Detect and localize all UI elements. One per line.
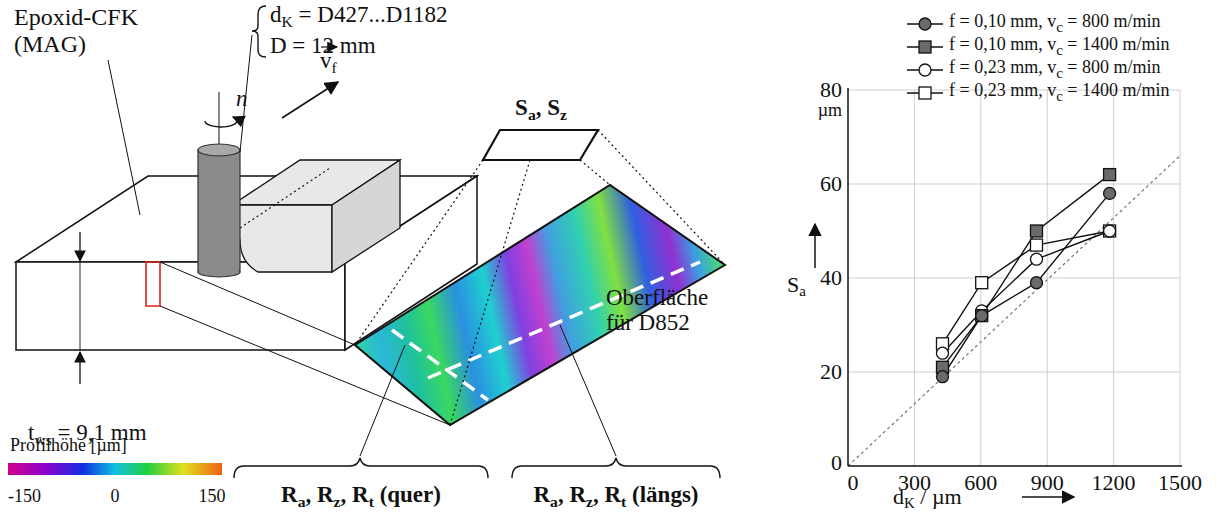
legend-text: f = 0,10 mm, vc = 800 m/min xyxy=(949,11,1160,37)
slot-wall xyxy=(232,160,400,272)
data-markers xyxy=(937,169,1116,383)
profile-line xyxy=(392,330,488,400)
label: 80 xyxy=(820,77,842,102)
measurement-area xyxy=(483,130,598,160)
chart-grid xyxy=(848,90,1180,466)
color-bar xyxy=(8,463,222,475)
sample-marker xyxy=(146,262,160,306)
label: 60 xyxy=(820,171,842,196)
label: 40 xyxy=(820,265,842,290)
leader-line xyxy=(360,345,405,456)
legend-sample xyxy=(905,37,949,57)
surface-map xyxy=(355,185,725,425)
label: -150 xyxy=(8,484,41,509)
label: 0 xyxy=(111,484,120,509)
projection-lines xyxy=(355,130,725,425)
label: vf xyxy=(320,48,337,73)
label: n xyxy=(236,86,248,111)
label: Ra, Rz, Rt (quer) xyxy=(281,482,441,507)
label: 1200 xyxy=(1092,470,1136,495)
label: 20 xyxy=(820,359,842,384)
legend-sample xyxy=(905,83,949,103)
label: 600 xyxy=(964,470,997,495)
label: Epoxid-CFK (MAG) xyxy=(14,4,164,58)
thickness-dimension xyxy=(79,232,80,384)
chart-axes xyxy=(815,88,1182,497)
trend-line xyxy=(848,156,1180,466)
legend-entry: f = 0,10 mm, vc = 800 m/min xyxy=(905,11,1160,37)
leader-line xyxy=(160,262,355,345)
legend-entry: f = 0,10 mm, vc = 1400 m/min xyxy=(905,34,1169,60)
label: 0 xyxy=(831,450,842,475)
brace xyxy=(252,6,266,57)
label: Sa xyxy=(787,272,806,297)
label: Ra, Rz, Rt (längs) xyxy=(533,482,698,507)
legend-entry: f = 0,23 mm, vc = 1400 m/min xyxy=(905,80,1169,106)
label: dK / µm xyxy=(893,484,962,509)
legend-sample xyxy=(905,60,949,80)
feed-arrow xyxy=(282,82,338,118)
label: µm xyxy=(818,98,842,123)
legend-text: f = 0,10 mm, vc = 1400 m/min xyxy=(949,34,1169,60)
brace xyxy=(234,458,720,478)
label: 0 xyxy=(848,470,859,495)
label: 1500 xyxy=(1158,470,1202,495)
leader-line xyxy=(560,325,616,456)
label: dK = D427...D1182 xyxy=(270,2,447,27)
legend-entry: f = 0,23 mm, vc = 800 m/min xyxy=(905,57,1160,83)
feed-path xyxy=(240,168,330,228)
legend-text: f = 0,23 mm, vc = 800 m/min xyxy=(949,57,1160,83)
legend-text: f = 0,23 mm, vc = 1400 m/min xyxy=(949,80,1169,106)
legend-sample xyxy=(905,14,949,34)
label: 900 xyxy=(1031,470,1064,495)
milling-tool xyxy=(198,92,240,277)
label: Sa, Sz xyxy=(515,95,567,120)
leader-line xyxy=(108,60,140,215)
data-series xyxy=(943,175,1110,377)
label: Profilhöhe [µm] xyxy=(10,433,127,458)
label: 150 xyxy=(199,484,226,509)
label: Oberfläche für D852 xyxy=(606,285,724,335)
